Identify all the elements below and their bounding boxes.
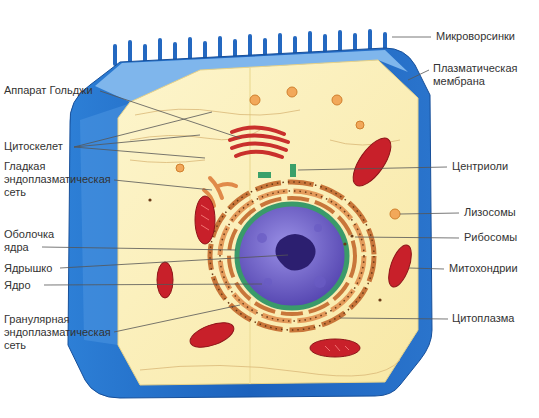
- rough-er: [210, 182, 374, 330]
- part-label: Гладкая эндоплазматическая сеть: [4, 160, 112, 199]
- golgi: [230, 127, 288, 157]
- part-label: Цитоскелет: [4, 140, 63, 153]
- nucleus: [237, 204, 347, 308]
- part-label: Ядрышко: [4, 262, 52, 275]
- nucleolus: [275, 234, 315, 271]
- plasma-membrane: [68, 48, 432, 398]
- part-label: Оболочка ядра: [4, 228, 66, 254]
- part-label: Аппарат Гольджи: [4, 84, 93, 97]
- part-label: Рибосомы: [464, 231, 517, 244]
- ribosomes: [148, 198, 381, 301]
- cytoskeleton: [130, 109, 400, 376]
- part-label: Микроворсинки: [436, 30, 515, 43]
- cytoplasm: [118, 60, 418, 385]
- lysosomes: [176, 87, 400, 219]
- cristae: [201, 205, 349, 351]
- mitochondria: [157, 132, 416, 357]
- centriole: [290, 164, 296, 177]
- part-label: Плазматическая мембрана: [433, 62, 533, 88]
- part-label: Ядро: [4, 279, 31, 292]
- part-label: Гранулярная эндоплазматическая сеть: [4, 313, 112, 352]
- part-label: Митохондрии: [449, 262, 518, 275]
- centriole: [258, 172, 271, 178]
- part-label: Центриоли: [452, 160, 508, 173]
- part-label: Цитоплазма: [452, 312, 514, 325]
- part-label: Лизосомы: [464, 206, 516, 219]
